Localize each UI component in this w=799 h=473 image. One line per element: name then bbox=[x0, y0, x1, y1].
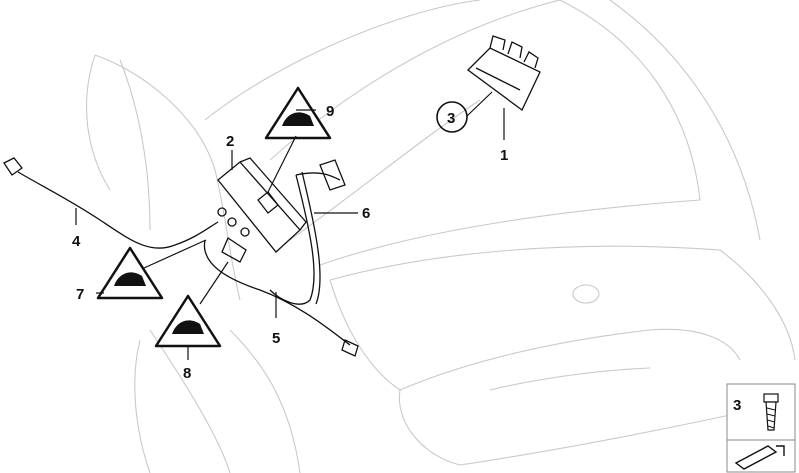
part-1-connector bbox=[467, 35, 541, 111]
part-2-antenna-amplifier bbox=[217, 157, 307, 253]
legend-item-number: 3 bbox=[733, 397, 741, 414]
callout-2: 2 bbox=[226, 133, 234, 150]
callout-9: 9 bbox=[326, 103, 334, 120]
callout-3: 3 bbox=[447, 110, 455, 127]
part-4-antenna-cable bbox=[3, 157, 219, 249]
car-outline bbox=[86, 0, 796, 473]
part-6-cable bbox=[269, 159, 346, 305]
warning-triangle-icon bbox=[154, 294, 222, 348]
arrow-corner-icon bbox=[734, 445, 785, 470]
screw-icon bbox=[763, 393, 779, 431]
callout-1: 1 bbox=[500, 147, 508, 164]
legend-box: 3 bbox=[726, 383, 796, 473]
part-5-cable bbox=[203, 237, 359, 357]
callout-7: 7 bbox=[76, 286, 84, 303]
callout-5: 5 bbox=[272, 330, 280, 347]
warning-triangle-icon bbox=[96, 246, 164, 300]
callout-4: 4 bbox=[72, 233, 81, 250]
callout-6: 6 bbox=[362, 205, 370, 222]
callout-8: 8 bbox=[183, 365, 191, 382]
callout-circle bbox=[436, 101, 468, 133]
warning-triangle-icon bbox=[264, 86, 332, 140]
